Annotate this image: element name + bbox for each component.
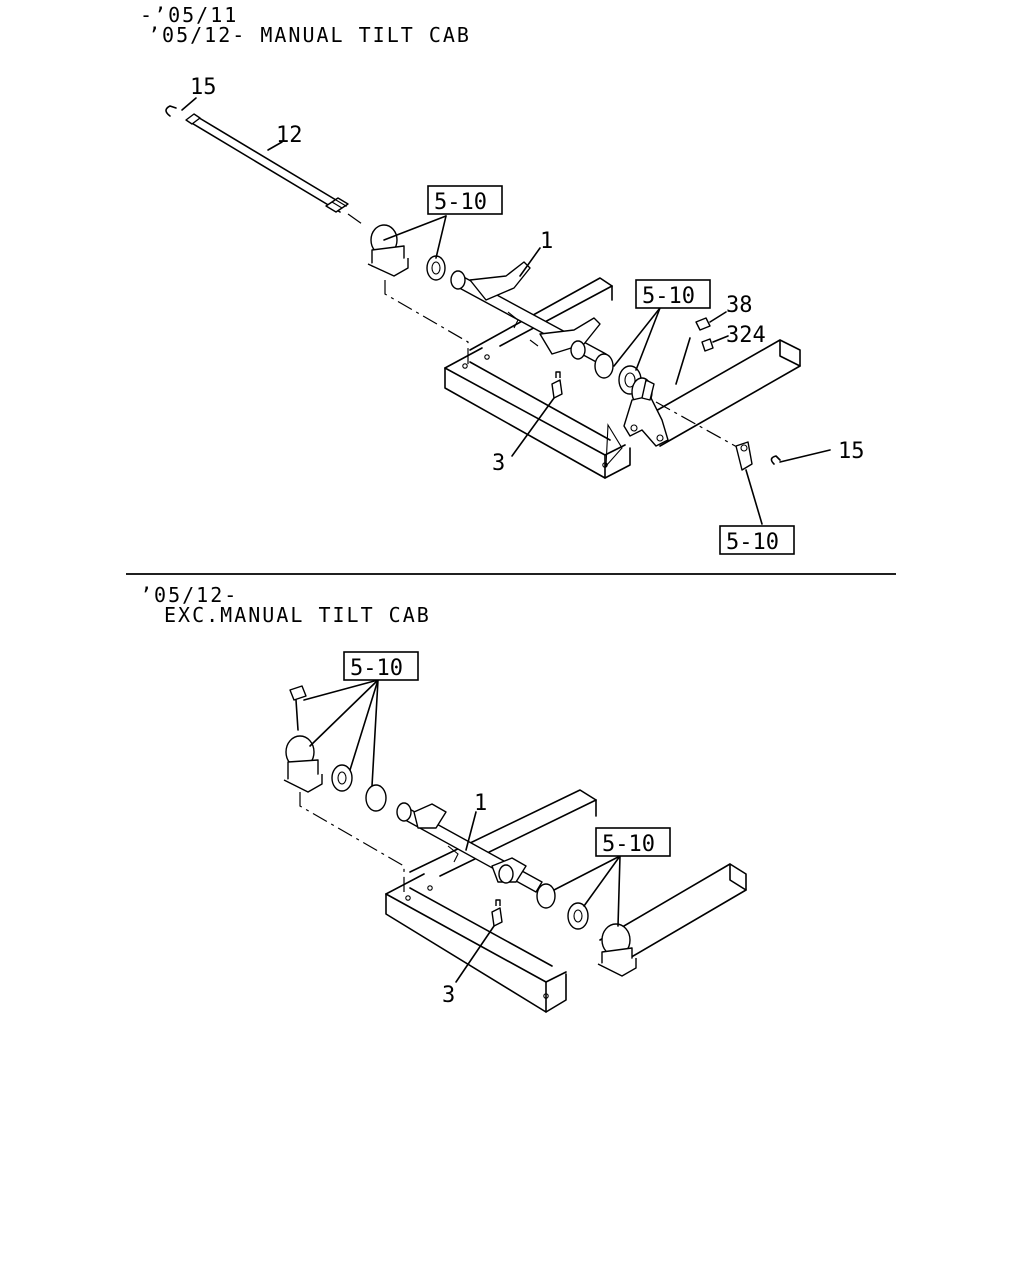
callout-38: 38 [726,293,753,318]
bottom-leaders [303,679,621,927]
top-frame [444,277,801,479]
ref-5-10-bottom-right: 5-10 [726,530,779,555]
bottom-header-title: EXC.MANUAL TILT CAB [164,603,431,627]
callout-3-bottom: 3 [442,983,455,1008]
callout-324: 324 [726,323,766,348]
bottom-cross-shaft [396,802,589,930]
bottom-grease-nipple-3 [455,899,503,983]
top-left-bracket [367,224,469,366]
bottom-header-date: ’05/12- [140,583,238,607]
top-cross-shaft [450,261,642,395]
top-section: -’05/11 ’05/12- MANUAL TILT CAB [140,3,865,555]
ref-5-10-lower-left: 5-10 [350,656,403,681]
callout-12: 12 [276,123,303,148]
bottom-frame [385,789,747,1013]
top-grease-nipple-3 [511,371,563,457]
callout-1-bottom: 1 [474,791,487,816]
callout-1-top: 1 [540,229,553,254]
top-bolt-nut [695,311,729,352]
callout-15-top: 15 [190,75,217,100]
ref-box-5-10-bottom-right [719,525,795,555]
top-leaders [181,97,661,371]
ref-5-10-top-left: 5-10 [434,190,487,215]
bottom-right-bracket [597,923,637,977]
ref-box-5-10-top-right [635,279,711,309]
top-header-date-range: -’05/11 [140,3,238,27]
ref-box-5-10-lower-right [595,827,671,857]
ref-box-5-10-top-left [427,185,503,215]
top-clevis [735,441,831,525]
ref-5-10-top-right: 5-10 [642,284,695,309]
callout-15-right: 15 [838,439,865,464]
top-torsion-rod-12 [165,105,363,225]
top-header-title: ’05/12- MANUAL TILT CAB [148,23,471,47]
callout-3-top: 3 [492,451,505,476]
bottom-section: ’05/12- EXC.MANUAL TILT CAB [140,583,747,1013]
top-tilt-lever [623,337,747,453]
ref-5-10-lower-right: 5-10 [602,832,655,857]
ref-box-5-10-bottom-left [343,651,419,681]
bottom-left-bracket [283,685,405,892]
